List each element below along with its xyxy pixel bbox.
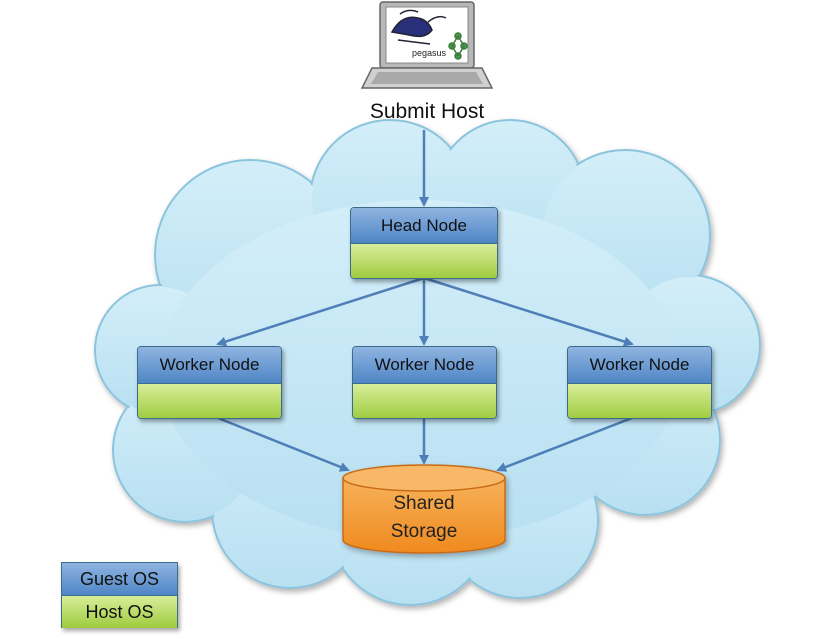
laptop-icon: pegasus [360, 1, 494, 89]
arrow-head-to-worker-1 [216, 276, 425, 347]
laptop-screen-text: pegasus [412, 48, 447, 58]
shared-storage-label: Shared Storage [343, 490, 505, 546]
worker-node-3: Worker Node [567, 346, 712, 419]
worker-node-2: Worker Node [352, 346, 497, 419]
head-node-guest-os: Head Node [351, 208, 497, 244]
worker-node-host-os [138, 383, 281, 418]
head-node: Head Node [350, 207, 498, 279]
head-node-host-os [351, 244, 497, 278]
arrow-worker-3-to-storage [496, 416, 633, 472]
shared-storage-cylinder [342, 464, 506, 554]
storage-label-line1: Shared [393, 493, 455, 514]
legend: Guest OS Host OS [61, 562, 178, 628]
legend-guest-os: Guest OS [62, 563, 177, 596]
worker-node-1: Worker Node [137, 346, 282, 419]
arrow-head-to-worker-3 [423, 276, 634, 347]
graph-logo-icon [448, 32, 468, 60]
worker-node-label: Worker Node [138, 347, 281, 384]
pegasus-logo-icon [390, 9, 447, 45]
submit-host-label: Submit Host [369, 100, 485, 123]
worker-node-label: Worker Node [568, 347, 711, 384]
worker-node-host-os [353, 383, 496, 418]
storage-label-line2: Storage [390, 521, 458, 542]
legend-host-os: Host OS [62, 596, 177, 628]
arrow-worker-1-to-storage [217, 416, 350, 472]
worker-node-host-os [568, 383, 711, 418]
worker-node-label: Worker Node [353, 347, 496, 384]
connection-arrows [216, 130, 634, 472]
